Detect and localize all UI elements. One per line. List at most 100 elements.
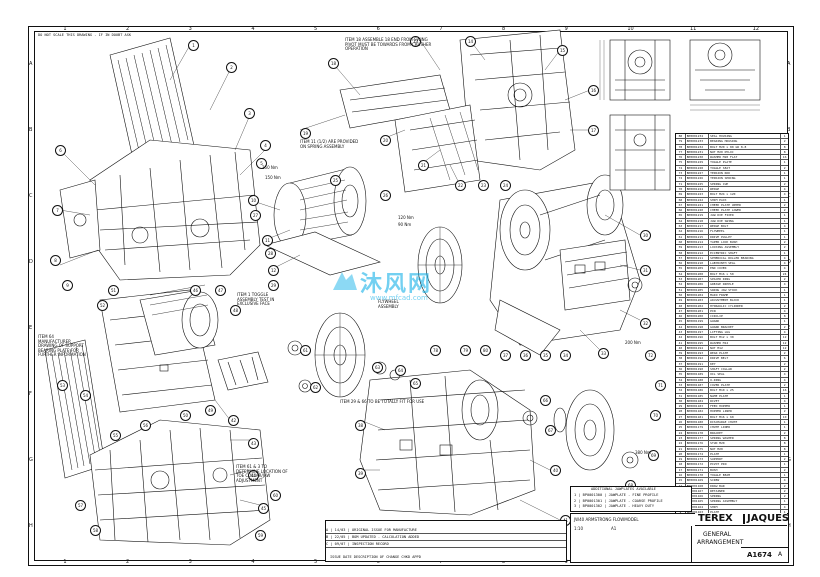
zone-column-3: 3 [188, 559, 192, 565]
leader-lines [59, 39, 641, 521]
bom-qty: 2 [783, 351, 786, 356]
bom-part: BP0001230 [686, 155, 710, 160]
bom-item: 15 [676, 478, 686, 483]
bom-part: BP0001174 [686, 451, 710, 457]
bom-part: BP0001214 [686, 239, 710, 245]
item-balloon: 37 [500, 350, 511, 361]
zone-column-1: 1 [63, 26, 67, 32]
bom-qty: 2 [783, 202, 786, 207]
bom-qty: 8 [783, 314, 786, 319]
bom-qty: 1 [783, 393, 786, 398]
item-balloon: 50 [180, 410, 191, 421]
bom-description: WASHER M20 FLAT [709, 155, 782, 160]
item-balloon: 24 [500, 180, 511, 191]
bom-part: BP0001218 [686, 218, 710, 223]
eccentric-shaft-upper [264, 166, 381, 276]
bom-qty: 1 [783, 234, 786, 239]
zone-column-8: 8 [502, 559, 506, 565]
bom-item: 45 [676, 319, 686, 324]
bom-part: BP0001233 [686, 139, 710, 144]
bom-description: SPHERICAL ROLLER BEARING [709, 255, 782, 261]
bom-qty: 1 [783, 229, 786, 234]
torque-note: 200 Nm [625, 340, 641, 345]
number-divider [741, 547, 788, 548]
item-balloon: 27 [250, 210, 261, 221]
bom-qty: 1 [783, 420, 786, 425]
item-balloon: 51 [108, 285, 119, 296]
callout-jaw: ITEM 64 MANUFACTURER DRAWING OF SUPPORT … [38, 334, 86, 358]
bom-qty: 1 [783, 213, 786, 218]
bom-qty: 1 [783, 134, 786, 138]
item-balloon: 26 [380, 190, 391, 201]
bom-qty: 4 [783, 261, 786, 266]
bom-item: 75 [676, 160, 686, 165]
bom-item: 25 [676, 425, 686, 430]
bom-description: CHUTE LINER [709, 425, 782, 430]
torque-note: 120 Nm [398, 215, 414, 220]
item-balloon: 34 [560, 350, 571, 361]
zone-column-5: 5 [314, 26, 318, 32]
item-balloon: 49 [205, 405, 216, 416]
bom-qty: 4 [783, 377, 786, 382]
bom-qty: 2 [783, 488, 786, 493]
revision-table: A | 14/03 | ORIGINAL ISSUE FOR MANUFACTU… [325, 520, 567, 562]
bom-qty: 2 [783, 303, 786, 308]
torque-note: 90 Nm [398, 222, 412, 227]
bom-description: JAW DIE SWING [709, 218, 782, 223]
bom-qty: 2 [783, 457, 786, 462]
torque-note: 250 Nm [262, 165, 278, 170]
zone-row-B: B [787, 127, 791, 133]
bom-description: RIVET [709, 398, 782, 404]
item-balloon: 18 [328, 58, 339, 69]
bom-qty: 2 [783, 361, 786, 366]
bom-item: 35 [676, 372, 686, 377]
item-balloon: 22 [455, 180, 466, 191]
bom-description: SPRING WASHER [709, 435, 782, 441]
bom-description: NAME PLATE [709, 393, 782, 398]
bom-qty: 8 [783, 144, 786, 149]
bom-part: BP0001200 [686, 314, 710, 319]
logo-bar [743, 514, 745, 524]
bom-description: FLYWHEEL [709, 229, 782, 234]
bom-part: BP0001231 [686, 149, 710, 155]
item-balloon: 65 [410, 378, 421, 389]
bom-item: 54 [676, 271, 686, 276]
item-balloon: 46 [190, 285, 201, 296]
bom-part: BP0001198 [686, 324, 710, 329]
bom-item: 48 [676, 303, 686, 308]
bom-item: 38 [676, 356, 686, 361]
bom-description: WASHER M12 [709, 340, 782, 345]
bom-description: SEAL HOUSING [709, 134, 782, 139]
bom-description: WEAR PLATE [709, 351, 782, 356]
bom-part: BP0001195 [686, 340, 710, 345]
callout-lower: ITEM 61 & 3 TO DETERMINE LOCATION OF TOE… [236, 464, 288, 483]
zone-row-A: A [787, 61, 791, 67]
bom-qty: 12 [782, 345, 787, 350]
item-balloon: 12 [268, 265, 279, 276]
bom-item: 24 [676, 430, 686, 435]
item-balloon: 2 [226, 62, 237, 73]
item-balloon: 71 [655, 380, 666, 391]
bom-qty: 2 [783, 324, 786, 329]
bom-description: LABYRINTH SEAL [709, 261, 782, 266]
bom-description: STUD M20 [709, 441, 782, 446]
revision-row: B | 22/05 | BOM UPDATED - CALCULATION AD… [326, 534, 566, 541]
sheet-letter: A [778, 551, 783, 558]
zone-column-11: 11 [690, 26, 697, 32]
bom-qty: 2 [783, 208, 786, 213]
bom-item: 31 [676, 393, 686, 398]
bom-part: BP0001217 [686, 224, 710, 229]
bom-part: BP0001169 [686, 478, 710, 483]
bom-description: HOPPER LINER [709, 409, 782, 414]
bom-part: BP0001220 [686, 208, 710, 213]
zone-row-A: A [29, 61, 33, 67]
bom-part: BP0001226 [686, 176, 710, 181]
